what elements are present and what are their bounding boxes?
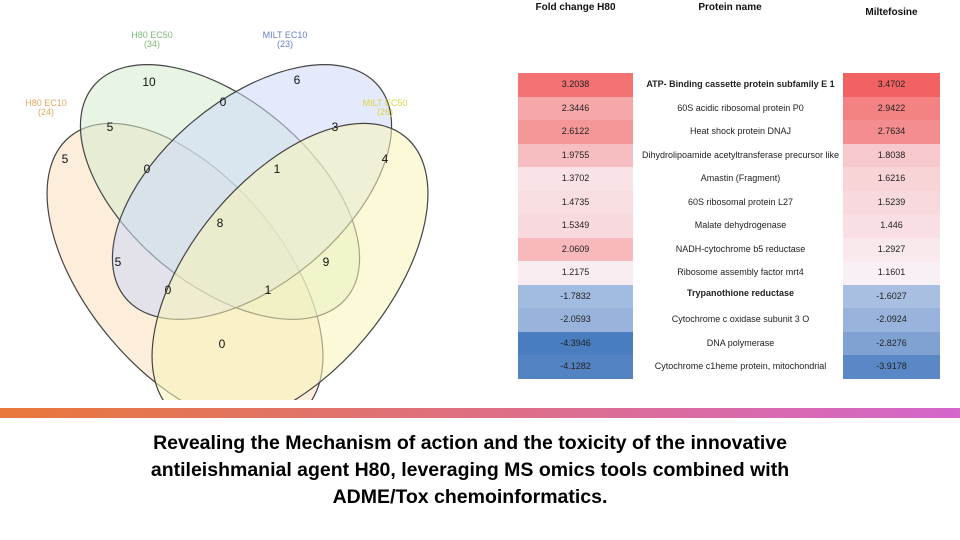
table-row: 3.2038 ATP- Binding cassette protein subf… — [518, 73, 940, 97]
region-count: 0 — [165, 283, 172, 297]
set-count-h80-ec10: (24) — [38, 107, 54, 117]
miltefosine-fold-change-cell: -3.9178 — [843, 355, 940, 379]
miltefosine-fold-change-cell: 1.6216 — [843, 167, 940, 191]
set-label-h80-ec50: H80 EC50 — [131, 30, 173, 40]
fold-change-table: 3.2038 ATP- Binding cassette protein subf… — [518, 73, 940, 379]
protein-name-cell: Ribosome assembly factor mrt4 — [677, 267, 804, 277]
header-fold-change-h80: Fold change H80 — [535, 2, 616, 13]
protein-name-cell: 60S acidic ribosomal protein P0 — [677, 102, 804, 113]
table-row: 2.0609 NADH-cytochrome b5 reductase 1.2927 — [518, 237, 940, 261]
h80-fold-change-cell: 3.2038 — [518, 73, 633, 97]
region-count: 0 — [219, 337, 226, 351]
h80-fold-change-cell: 1.4735 — [518, 190, 633, 214]
h80-fold-change-cell: -4.3946 — [518, 331, 633, 355]
region-count: 5 — [115, 255, 122, 269]
protein-name-cell: Trypanothione reductase — [686, 287, 795, 298]
set-count-h80-ec50: (34) — [144, 39, 160, 49]
table-row: -4.3946 DNA polymerase -2.8276 — [518, 331, 940, 355]
h80-fold-change-cell: 1.3702 — [518, 167, 633, 191]
region-count: 8 — [217, 216, 224, 230]
table-row: -4.1282 Cytochrome c1heme protein, mitoch… — [518, 355, 940, 379]
header-protein-name: Protein name — [698, 2, 762, 13]
miltefosine-fold-change-cell: 1.8038 — [843, 143, 940, 167]
region-count: 10 — [142, 75, 156, 89]
h80-fold-change-cell: 1.2175 — [518, 261, 633, 285]
title-line: Revealing the Mechanism of action and th… — [153, 432, 787, 454]
protein-name-cell: Malate dehydrogenase — [694, 220, 787, 230]
miltefosine-fold-change-cell: -2.0924 — [843, 308, 940, 332]
region-count: 5 — [62, 152, 69, 166]
header-miltefosine: Miltefosine — [865, 7, 918, 18]
miltefosine-fold-change-cell: 2.9422 — [843, 96, 940, 120]
protein-name-cell: DNA polymerase — [706, 337, 775, 348]
miltefosine-fold-change-cell: 1.1601 — [843, 261, 940, 285]
set-count-milt-ec10: (23) — [277, 39, 293, 49]
table-row: -1.7832 Trypanothione reductase -1.6027 — [518, 284, 940, 308]
title-line: antileishmanial agent H80, leveraging MS… — [150, 459, 790, 481]
set-label-milt-ec10: MILT EC10 — [263, 30, 308, 40]
h80-fold-change-cell: 1.9755 — [518, 143, 633, 167]
slide-title: Revealing the Mechanism of action and th… — [40, 430, 900, 511]
table-row: 2.6122 Heat shock protein DNAJ 2.7634 — [518, 120, 940, 144]
venn-diagram: H80 EC10 (24) H80 EC50 (34) MILT EC10 (2… — [25, 30, 429, 400]
region-count: 0 — [220, 95, 227, 109]
h80-fold-change-cell: -4.1282 — [518, 355, 633, 379]
table-row: 1.4735 60S ribosomal protein L27 1.5239 — [518, 190, 940, 214]
region-count: 9 — [323, 255, 330, 269]
region-count: 1 — [274, 162, 281, 176]
protein-name-cell: Dihydrolipoamide acetyltransferase precu… — [641, 149, 840, 160]
region-count: 0 — [144, 162, 151, 176]
table-row: 1.3702 Amastin (Fragment) 1.6216 — [518, 167, 940, 191]
table-row: 1.9755 Dihydrolipoamide acetyltransferase… — [518, 143, 940, 167]
protein-name-cell: Cytochrome c1heme protein, mitochondrial — [654, 361, 827, 371]
protein-name-cell: NADH-cytochrome b5 reductase — [675, 243, 806, 254]
region-count: 1 — [265, 283, 272, 297]
set-label-h80-ec10: H80 EC10 — [25, 98, 67, 108]
protein-name-cell: ATP- Binding cassette protein subfamily … — [646, 79, 835, 89]
table-row: 1.2175 Ribosome assembly factor mrt4 1.160… — [518, 261, 940, 285]
h80-fold-change-cell: -2.0593 — [518, 308, 633, 332]
protein-name-cell: Amastin (Fragment) — [700, 173, 781, 183]
region-count: 3 — [332, 120, 339, 134]
protein-name-cell: Heat shock protein DNAJ — [689, 126, 792, 136]
protein-name-cell: Cytochrome c oxidase subunit 3 O — [671, 314, 810, 324]
miltefosine-fold-change-cell: 3.4702 — [843, 73, 940, 97]
table-row: 1.5349 Malate dehydrogenase 1.446 — [518, 214, 940, 238]
region-count: 6 — [294, 73, 301, 87]
h80-fold-change-cell: 1.5349 — [518, 214, 633, 238]
set-count-milt-ec50: (26) — [377, 107, 393, 117]
region-count: 4 — [382, 152, 389, 166]
miltefosine-fold-change-cell: 1.5239 — [843, 190, 940, 214]
table-row: -2.0593 Cytochrome c oxidase subunit 3 O -… — [518, 308, 940, 332]
title-line: ADME/Tox chemoinformatics. — [332, 486, 608, 508]
h80-fold-change-cell: -1.7832 — [518, 284, 633, 308]
protein-name-cell: 60S ribosomal protein L27 — [687, 196, 794, 207]
h80-fold-change-cell: 2.6122 — [518, 120, 633, 144]
set-ellipse-milt-ec50 — [151, 122, 429, 400]
miltefosine-fold-change-cell: 1.2927 — [843, 237, 940, 261]
table-row: 2.3446 60S acidic ribosomal protein P0 2.9… — [518, 96, 940, 120]
h80-fold-change-cell: 2.0609 — [518, 237, 633, 261]
miltefosine-fold-change-cell: -2.8276 — [843, 331, 940, 355]
miltefosine-fold-change-cell: 2.7634 — [843, 120, 940, 144]
set-label-milt-ec50: MILT EC50 — [363, 98, 408, 108]
accent-gradient-bar — [0, 408, 960, 418]
region-count: 5 — [107, 120, 114, 134]
h80-fold-change-cell: 2.3446 — [518, 96, 633, 120]
miltefosine-fold-change-cell: 1.446 — [843, 214, 940, 238]
miltefosine-fold-change-cell: -1.6027 — [843, 284, 940, 308]
